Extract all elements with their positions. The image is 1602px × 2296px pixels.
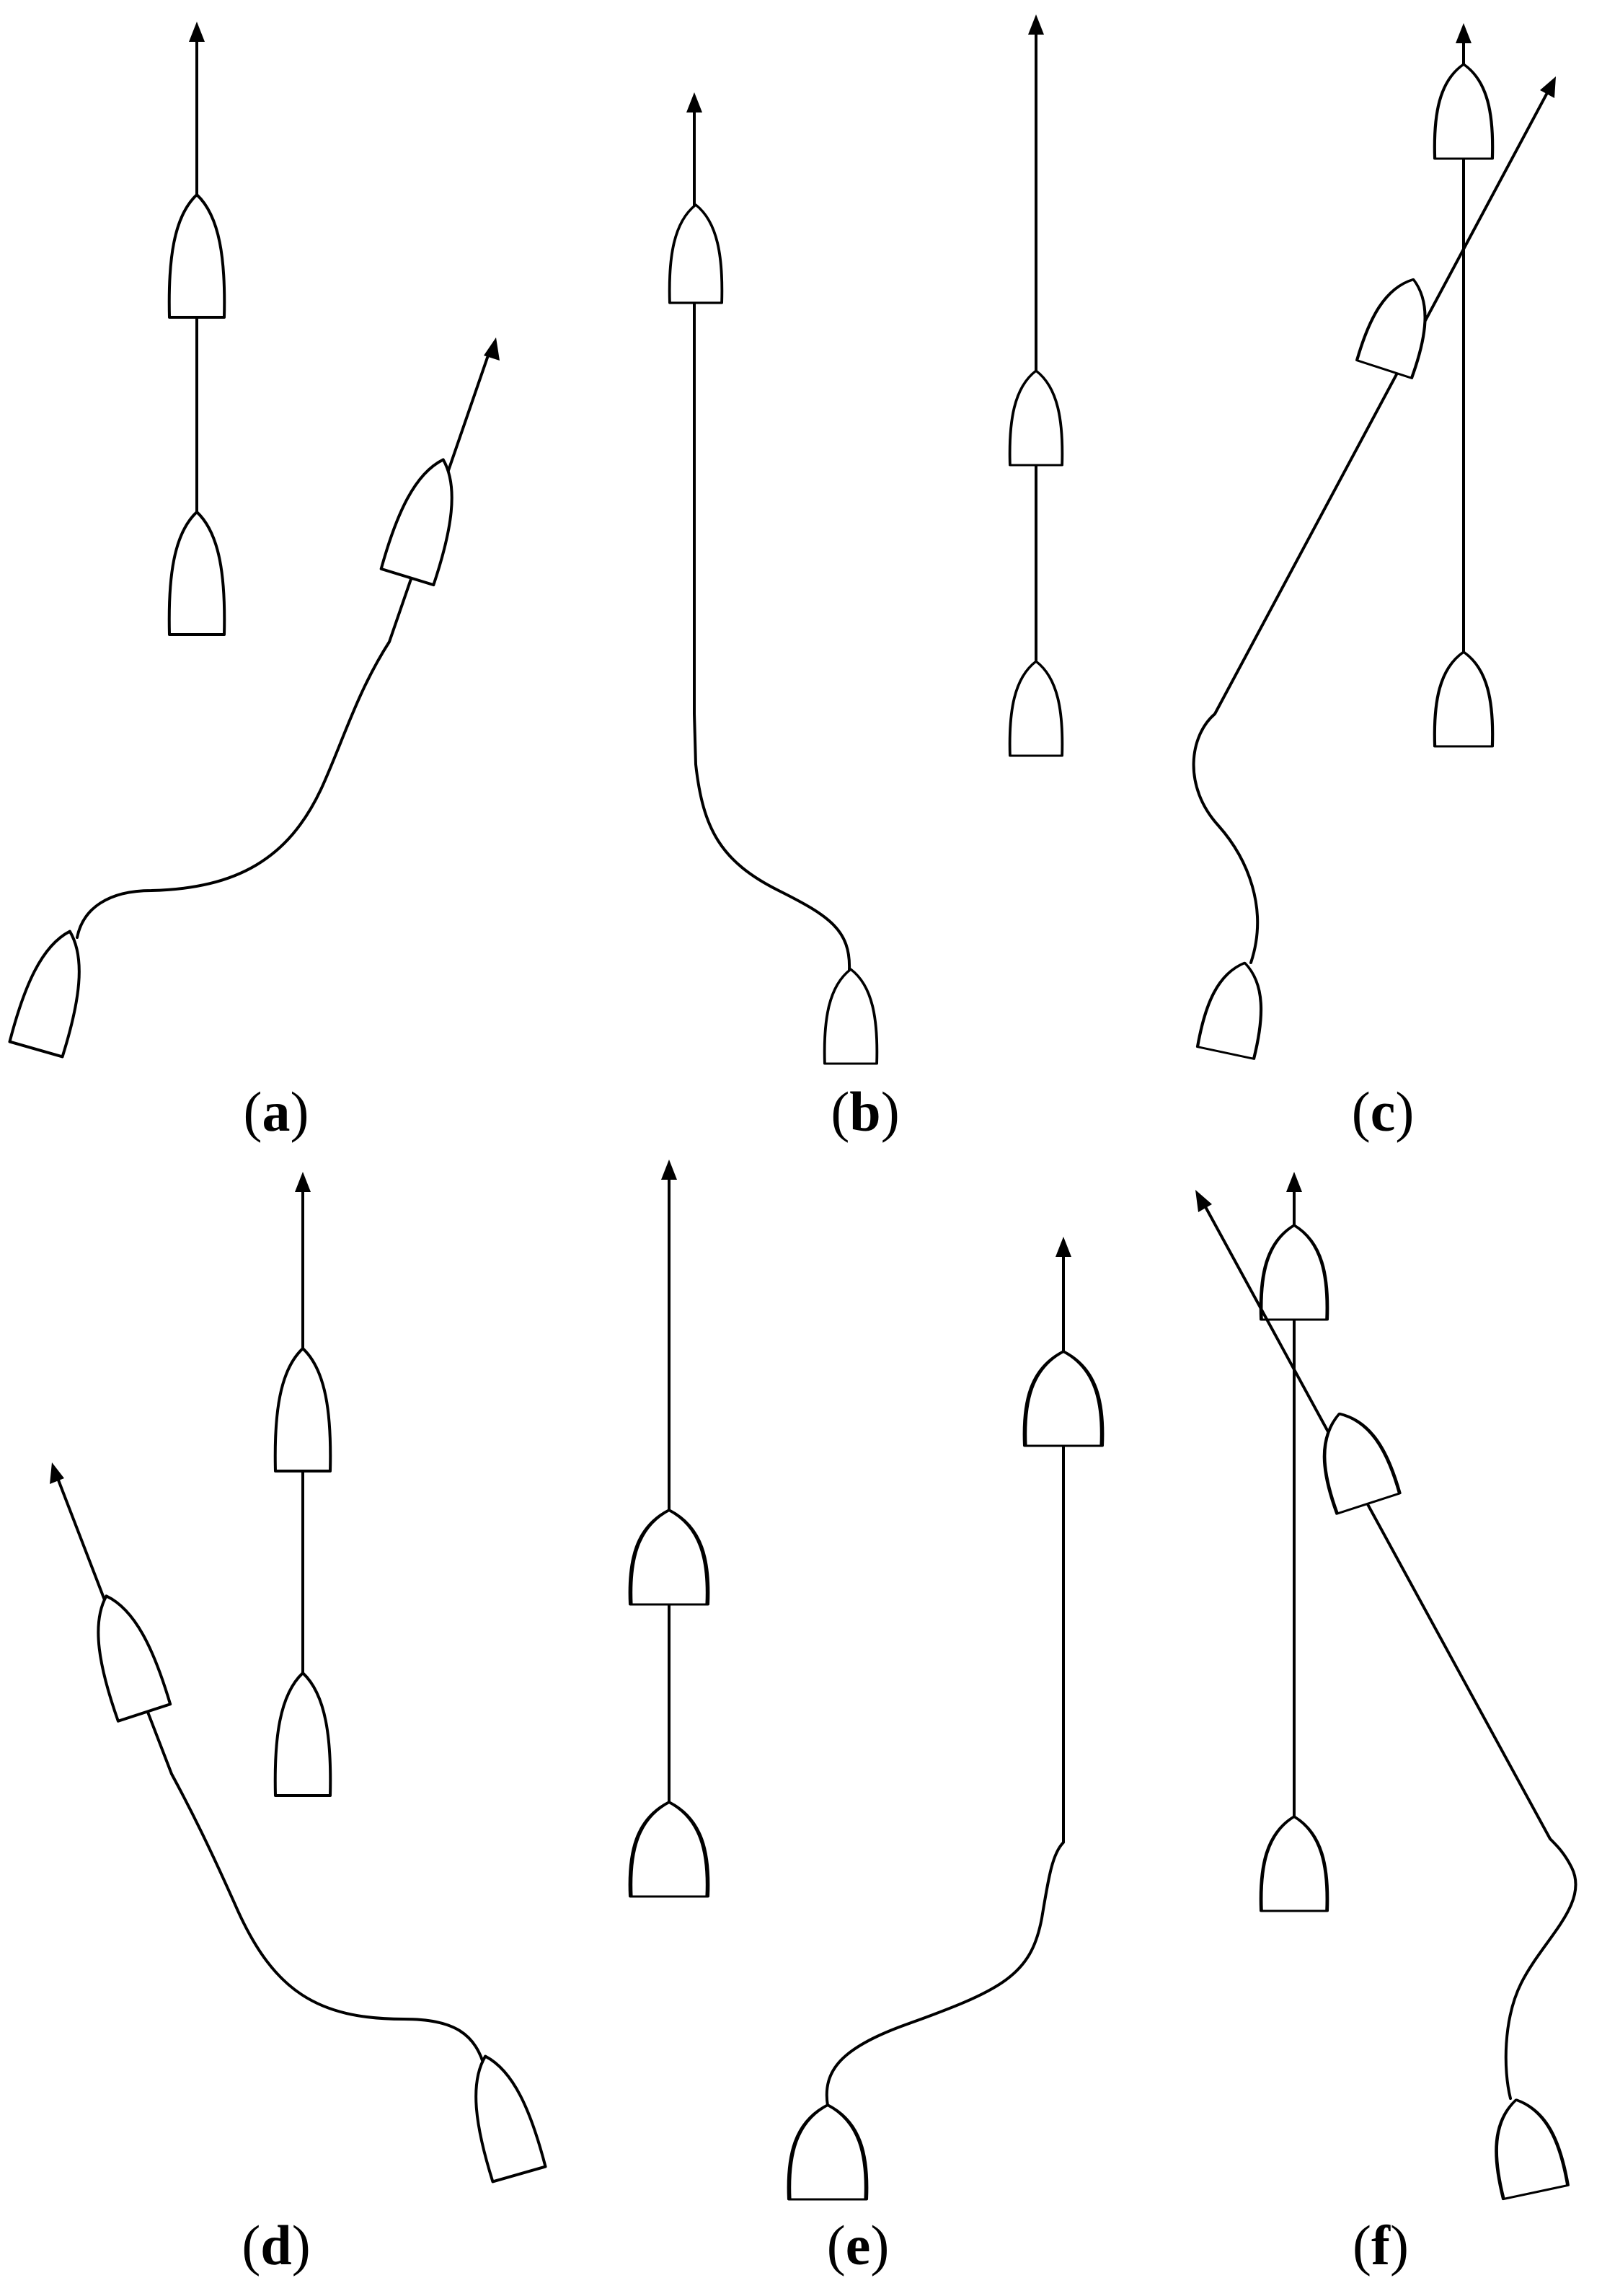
curved-path-b xyxy=(693,107,851,971)
boat-c-curved-end xyxy=(1357,270,1441,378)
arrowhead-a-straight xyxy=(189,22,205,42)
panel-d: (d) xyxy=(50,1172,547,2277)
boat-c-right-start xyxy=(1435,652,1492,746)
boat-e-straight-end xyxy=(630,1510,707,1604)
panel-c: (c) xyxy=(1008,14,1556,1143)
boat-b-start xyxy=(823,968,879,1065)
boat-d-straight-start xyxy=(273,1672,332,1797)
arrowhead-a-curved xyxy=(484,337,500,361)
boat-e-curved-end xyxy=(1025,1351,1102,1446)
boat-d-curved-end xyxy=(79,1586,172,1723)
boat-c-left-end xyxy=(1008,369,1064,467)
arrowhead-d-curved xyxy=(50,1462,64,1484)
arrowhead-b xyxy=(686,92,702,112)
panel-b: (b) xyxy=(668,92,900,1143)
arrowhead-f-straight xyxy=(1286,1172,1302,1192)
panel-label-b: (b) xyxy=(831,1080,899,1143)
panel-e: (e) xyxy=(630,1160,1102,2277)
boat-c-curved-start xyxy=(1198,957,1273,1059)
boat-b-end xyxy=(668,203,724,304)
boat-a-straight-end xyxy=(167,193,226,319)
arrowhead-e-straight xyxy=(661,1160,677,1180)
boat-f-straight-end xyxy=(1261,1225,1327,1320)
arrowhead-c-curved xyxy=(1540,76,1556,98)
panel-label-c: (c) xyxy=(1352,1080,1415,1143)
panel-label-a: (a) xyxy=(244,1080,309,1143)
boat-c-right-end xyxy=(1435,64,1492,159)
arrowhead-f-curved xyxy=(1195,1190,1212,1212)
curved-path-d xyxy=(56,1477,487,2071)
boat-a-curved-end xyxy=(379,450,472,587)
curved-path-f xyxy=(1203,1203,1577,2100)
panel-label-e: (e) xyxy=(827,2214,890,2277)
boat-f-curved-start xyxy=(1484,2093,1568,2199)
curved-path-a xyxy=(76,352,490,939)
arrowhead-d-straight xyxy=(295,1172,311,1192)
panel-f: (f) xyxy=(1195,1172,1577,2277)
arrowhead-c-right xyxy=(1456,23,1472,43)
curved-path-c xyxy=(1192,89,1550,964)
boat-d-curved-start xyxy=(457,2047,547,2184)
arrowhead-c-left xyxy=(1028,14,1044,35)
boat-c-left-start xyxy=(1008,660,1064,757)
boat-a-straight-start xyxy=(167,511,226,636)
panel-label-f: (f) xyxy=(1353,2214,1409,2277)
arrowhead-e-curved xyxy=(1056,1237,1071,1257)
boat-e-straight-start xyxy=(630,1802,707,1897)
boat-f-straight-start xyxy=(1261,1816,1327,1911)
boat-d-straight-end xyxy=(273,1347,332,1472)
boat-a-curved-start xyxy=(8,922,98,1059)
boat-e-curved-start xyxy=(789,2105,866,2199)
panel-a: (a) xyxy=(8,22,500,1143)
panel-label-d: (d) xyxy=(242,2214,310,2277)
curved-path-e xyxy=(825,1250,1065,2107)
